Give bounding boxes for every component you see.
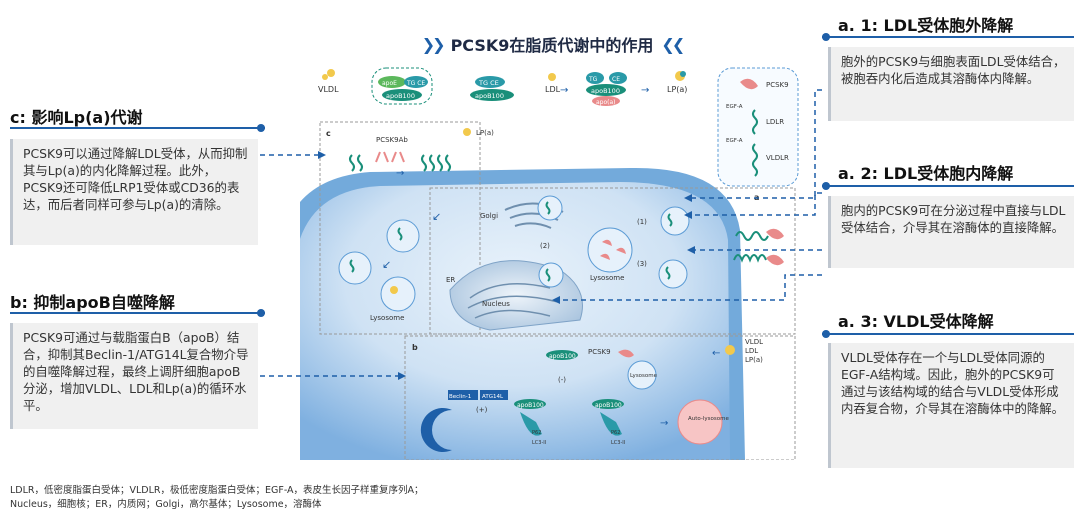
- svg-text:TG: TG: [588, 76, 598, 83]
- svg-text:Beclin-1: Beclin-1: [449, 394, 471, 400]
- svg-text:→: →: [396, 168, 404, 179]
- svg-text:ER: ER: [446, 276, 455, 284]
- panel-a3-rule: [822, 330, 1074, 338]
- svg-text:LP(a): LP(a): [667, 85, 687, 94]
- svg-text:apoB100: apoB100: [517, 402, 544, 409]
- receptor-legend-box: PCSK9 EGF-A LDLR EGF-A VLDLR: [717, 67, 799, 187]
- svg-text:→: →: [660, 418, 668, 429]
- svg-text:VLDLR: VLDLR: [766, 154, 789, 162]
- svg-text:LC3-II: LC3-II: [611, 440, 625, 446]
- panel-a2-header: a. 2: LDL受体胞内降解: [838, 164, 1014, 183]
- svg-text:LP(a): LP(a): [476, 129, 494, 137]
- svg-text:b: b: [412, 343, 418, 352]
- svg-text:LDL: LDL: [745, 347, 758, 355]
- panel-b-text: PCSK9可通过与载脂蛋白B（apoB）结合，抑制其Beclin-1/ATG14…: [10, 323, 258, 429]
- title-text: PCSK9在脂质代谢中的作用: [450, 36, 654, 55]
- svg-text:↙: ↙: [382, 258, 391, 271]
- svg-text:P62: P62: [532, 430, 541, 436]
- svg-text:apoB100: apoB100: [549, 353, 576, 360]
- svg-text:→: →: [641, 85, 649, 96]
- svg-text:Lysosome: Lysosome: [630, 373, 658, 379]
- svg-text:EGF-A: EGF-A: [726, 138, 743, 144]
- panel-a1-header: a. 1: LDL受体胞外降解: [838, 16, 1014, 35]
- svg-text:→: →: [560, 85, 568, 96]
- top-row: VLDL apoE TG CE apoB100 TG CE apoB100 LD…: [318, 67, 687, 106]
- svg-text:PCSK9: PCSK9: [588, 348, 611, 356]
- panel-a: a Golgi ER Nucleus Lysosome (1) (2) (3): [429, 187, 796, 335]
- panel-a2-text: 胞内的PCSK9可在分泌过程中直接与LDL受体结合，介导其在溶酶体的直接降解。: [828, 196, 1074, 268]
- svg-text:Nucleus: Nucleus: [482, 300, 510, 308]
- svg-text:↙: ↙: [432, 210, 441, 223]
- pcsk9-diagram: VLDL apoE TG CE apoB100 TG CE apoB100 LD…: [300, 67, 799, 460]
- svg-text:LC3-II: LC3-II: [532, 440, 546, 446]
- svg-text:apoB100: apoB100: [591, 87, 620, 95]
- chevron-right-icon: ❯❯: [421, 34, 446, 54]
- page-title: ❯❯ PCSK9在脂质代谢中的作用 ❮❮: [392, 33, 712, 56]
- svg-text:EGF-A: EGF-A: [726, 104, 743, 110]
- svg-text:Auto-lysosome: Auto-lysosome: [688, 416, 729, 422]
- svg-text:TG CE: TG CE: [406, 80, 425, 87]
- svg-text:TG CE: TG CE: [478, 79, 499, 87]
- panel-c-text: PCSK9可以通过降解LDL受体，从而抑制其与Lp(a)的内化降解过程。此外，P…: [10, 139, 258, 245]
- svg-text:(+): (+): [476, 406, 488, 414]
- panel-c-header: c: 影响Lp(a)代谢: [10, 108, 143, 127]
- svg-text:VLDL: VLDL: [318, 85, 339, 94]
- svg-text:ATG14L: ATG14L: [482, 394, 504, 400]
- panel-a1-rule: [822, 33, 1074, 41]
- svg-text:(-): (-): [558, 376, 566, 384]
- svg-text:LDLR: LDLR: [766, 118, 784, 126]
- panel-a2-rule: [822, 182, 1074, 190]
- svg-text:CE: CE: [612, 76, 620, 83]
- chevron-left-icon: ❮❮: [661, 34, 685, 54]
- svg-text:(1): (1): [637, 218, 647, 226]
- svg-text:Lysosome: Lysosome: [590, 274, 624, 282]
- svg-text:VLDL: VLDL: [745, 338, 763, 346]
- panel-a3-header: a. 3: VLDL受体降解: [838, 312, 994, 331]
- connector-arrows: [260, 89, 822, 380]
- panel-b-header: b: 抑制apoB自噬降解: [10, 293, 175, 312]
- svg-text:apoB100: apoB100: [595, 402, 622, 409]
- svg-text:apoE: apoE: [382, 80, 397, 87]
- svg-text:apoB100: apoB100: [386, 92, 415, 100]
- svg-text:LDL: LDL: [545, 85, 561, 94]
- svg-text:LP(a): LP(a): [745, 356, 763, 364]
- panel-c: c PCSK9Ab LP(a) → Lysosome ↙ ↙: [319, 121, 494, 335]
- panel-a1-text: 胞外的PCSK9与细胞表面LDL受体结合，被胞吞内化后造成其溶酶体内降解。: [828, 47, 1074, 121]
- panel-c-rule: [10, 124, 265, 132]
- svg-text:c: c: [326, 129, 331, 138]
- panel-b-rule: [10, 309, 265, 317]
- svg-text:←: ←: [712, 348, 720, 359]
- svg-text:PCSK9: PCSK9: [766, 81, 789, 89]
- svg-text:P62: P62: [611, 430, 620, 436]
- svg-text:apo(a): apo(a): [596, 99, 616, 106]
- svg-text:apoB100: apoB100: [475, 92, 504, 100]
- panel-b: b apoB100 PCSK9 (-) Beclin-1 ATG14L (+) …: [404, 335, 796, 460]
- svg-text:Lysosome: Lysosome: [370, 314, 404, 322]
- panel-a3-text: VLDL受体存在一个与LDL受体同源的EGF-A结构域。因此，胞外的PCSK9可…: [828, 343, 1074, 468]
- svg-text:(3): (3): [637, 260, 647, 268]
- footnote-line-1: LDLR，低密度脂蛋白受体；VLDLR，极低密度脂蛋白受体；EGF-A，表皮生长…: [10, 485, 424, 496]
- svg-text:PCSK9Ab: PCSK9Ab: [376, 136, 408, 144]
- svg-text:(2): (2): [540, 242, 550, 250]
- footnote-line-2: Nucleus，细胞核；ER，内质网；Golgi，高尔基体；Lysosome，溶…: [10, 499, 322, 510]
- svg-text:Golgi: Golgi: [480, 212, 498, 220]
